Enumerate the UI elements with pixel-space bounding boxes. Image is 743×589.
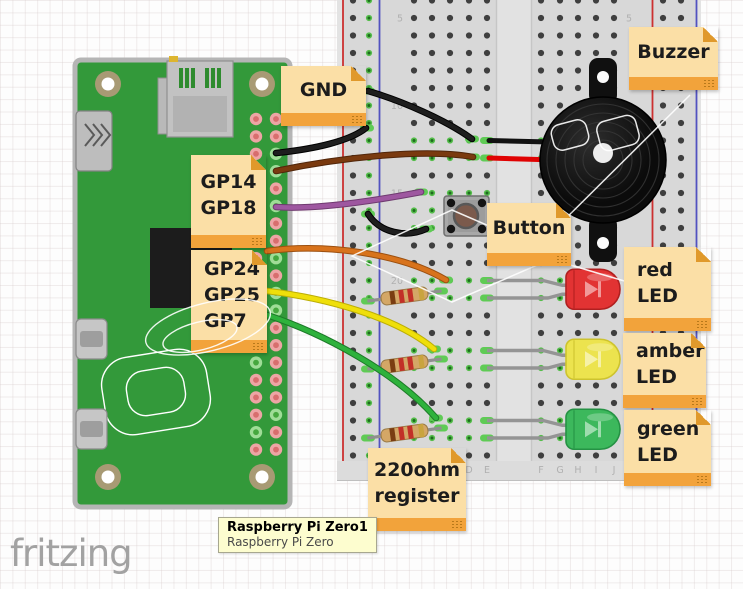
note-drag-strip[interactable] [629, 77, 718, 90]
led-red[interactable] [487, 268, 621, 311]
note-resize-grip[interactable] [251, 237, 263, 246]
mini-usb-port [75, 110, 113, 172]
led-green[interactable] [487, 408, 621, 451]
wire-black-gnd-c[interactable] [364, 210, 430, 237]
column-letter: D [465, 465, 472, 476]
column-letter: I [595, 465, 598, 476]
note-fold-corner [691, 333, 706, 348]
note-resize-grip[interactable] [703, 79, 715, 88]
mounting-hole [95, 71, 121, 97]
note-resize-grip[interactable] [252, 342, 264, 351]
tooltip-subtitle: Raspberry Pi Zero [227, 535, 334, 549]
wire-black-gnd-b[interactable] [364, 87, 476, 143]
row-number: 5 [626, 14, 632, 25]
row-number: 20 [391, 276, 403, 287]
note-label: LED [637, 284, 678, 307]
mounting-hole [249, 464, 275, 490]
sd-card-slot [157, 60, 234, 138]
mounting-hole [95, 464, 121, 490]
note-resize-grip[interactable] [351, 115, 363, 124]
note-resize-grip[interactable] [696, 320, 708, 329]
wires-layer [263, 87, 477, 422]
buzzer[interactable] [486, 58, 667, 262]
note-fold-corner [696, 247, 711, 262]
sticky-note-buzzer[interactable]: Buzzer [629, 27, 718, 90]
row-number: 5 [397, 14, 403, 25]
note-label: 220ohm [373, 459, 461, 481]
note-resize-grip[interactable] [451, 520, 463, 529]
note-label: GP14 [200, 171, 257, 193]
note-drag-strip[interactable] [281, 113, 366, 126]
wire-yellow-gp25[interactable] [263, 287, 438, 353]
wire-purple-gp18[interactable] [272, 188, 425, 211]
note-label: GP25 [204, 284, 260, 306]
note-label: red [637, 258, 673, 281]
column-letter: J [612, 465, 616, 476]
sticky-note-220ohm-resistor[interactable]: 220ohm register [368, 448, 466, 531]
note-label: Button [492, 217, 566, 239]
column-letter: F [538, 465, 543, 476]
wire-orange-gp24[interactable] [263, 245, 450, 284]
note-resize-grip[interactable] [556, 255, 568, 264]
micro-usb-port-2 [75, 408, 108, 450]
note-fold-corner [251, 155, 266, 170]
note-fold-corner [451, 448, 466, 463]
column-letter: E [484, 465, 490, 476]
wire-black-gnd-a[interactable] [272, 124, 370, 157]
micro-usb-port-1 [75, 318, 108, 360]
row-number: 10 [391, 101, 403, 112]
note-label: GP24 [204, 258, 260, 280]
column-letter: G [556, 465, 563, 476]
wire-green-gp7[interactable] [263, 311, 440, 422]
note-label: Buzzer [637, 41, 710, 63]
board-component-dot [169, 56, 178, 62]
note-resize-grip[interactable] [696, 475, 708, 484]
note-drag-strip[interactable] [487, 253, 571, 266]
part-tooltip: Raspberry Pi Zero1 Raspberry Pi Zero [218, 517, 377, 553]
note-label: LED [637, 443, 678, 466]
wire-brown-gp14[interactable] [272, 150, 477, 175]
note-paper [368, 448, 466, 518]
sticky-note-button[interactable]: Button [487, 203, 571, 266]
resistor-220ohm-1[interactable] [366, 284, 442, 307]
tooltip-title: Raspberry Pi Zero1 [227, 520, 368, 535]
note-label: register [374, 485, 460, 507]
note-resize-grip[interactable] [691, 397, 703, 406]
note-drag-strip[interactable] [624, 318, 711, 331]
fritzing-watermark: fritzing [10, 532, 133, 575]
note-drag-strip[interactable] [191, 235, 266, 248]
note-fold-corner [351, 66, 366, 81]
resistor-220ohm-3[interactable] [366, 421, 442, 444]
note-label: GP7 [204, 310, 247, 332]
note-label: green [637, 417, 700, 440]
note-label: amber [636, 340, 705, 362]
note-fold-corner [556, 203, 571, 218]
note-fold-corner [703, 27, 718, 42]
led-amber[interactable] [487, 338, 621, 381]
note-fold-corner [252, 250, 267, 265]
note-fold-corner [696, 410, 711, 425]
note-drag-strip[interactable] [624, 473, 711, 486]
note-drag-strip[interactable] [623, 395, 706, 408]
note-label: LED [636, 366, 677, 388]
sticky-note-gnd[interactable]: GND [281, 66, 366, 126]
note-drag-strip[interactable] [368, 518, 466, 531]
mounting-hole [249, 71, 275, 97]
note-label: GND [299, 78, 348, 101]
note-label: GP18 [200, 197, 257, 219]
column-letter: H [574, 465, 581, 476]
